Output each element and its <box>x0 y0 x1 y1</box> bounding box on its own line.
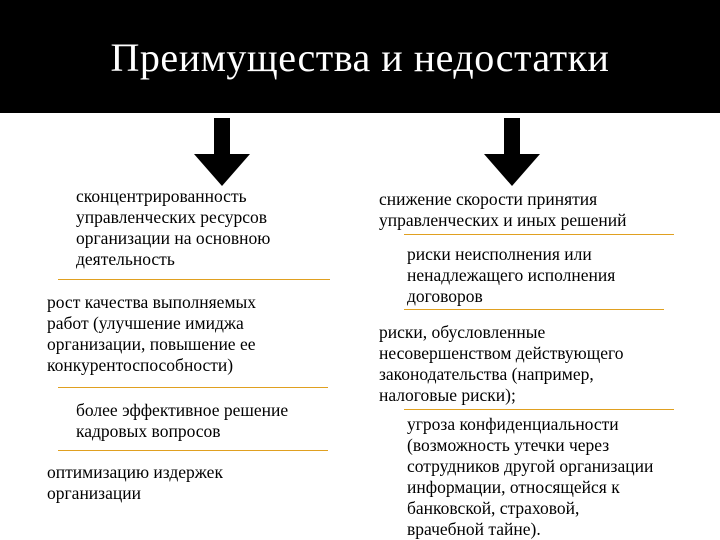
disadvantage-item: снижение скорости принятия управленчески… <box>379 189 627 230</box>
advantage-item: оптимизацию издержек организации <box>47 462 223 503</box>
advantage-item: более эффективное решение кадровых вопро… <box>76 400 289 441</box>
arrow-down-icon <box>194 118 250 186</box>
separator-line <box>404 234 674 235</box>
page-title: Преимущества и недостатки <box>110 35 610 80</box>
separator-line <box>58 279 330 280</box>
disadvantage-item: риски неисполнения или ненадлежащего исп… <box>407 244 616 306</box>
title-bar <box>0 0 720 113</box>
advantage-item: сконцентрированность управленческих ресу… <box>76 186 271 269</box>
separator-line <box>404 409 674 410</box>
disadvantage-item: риски, обусловленные несовершенством дей… <box>379 322 624 405</box>
separator-line <box>58 387 328 388</box>
disadvantage-item: угроза конфиденциальности (возможность у… <box>407 414 654 539</box>
arrow-down-icon <box>484 118 540 186</box>
advantage-item: рост качества выполняемых работ (улучшен… <box>47 292 257 375</box>
separator-line <box>58 450 328 451</box>
separator-line <box>404 309 664 310</box>
